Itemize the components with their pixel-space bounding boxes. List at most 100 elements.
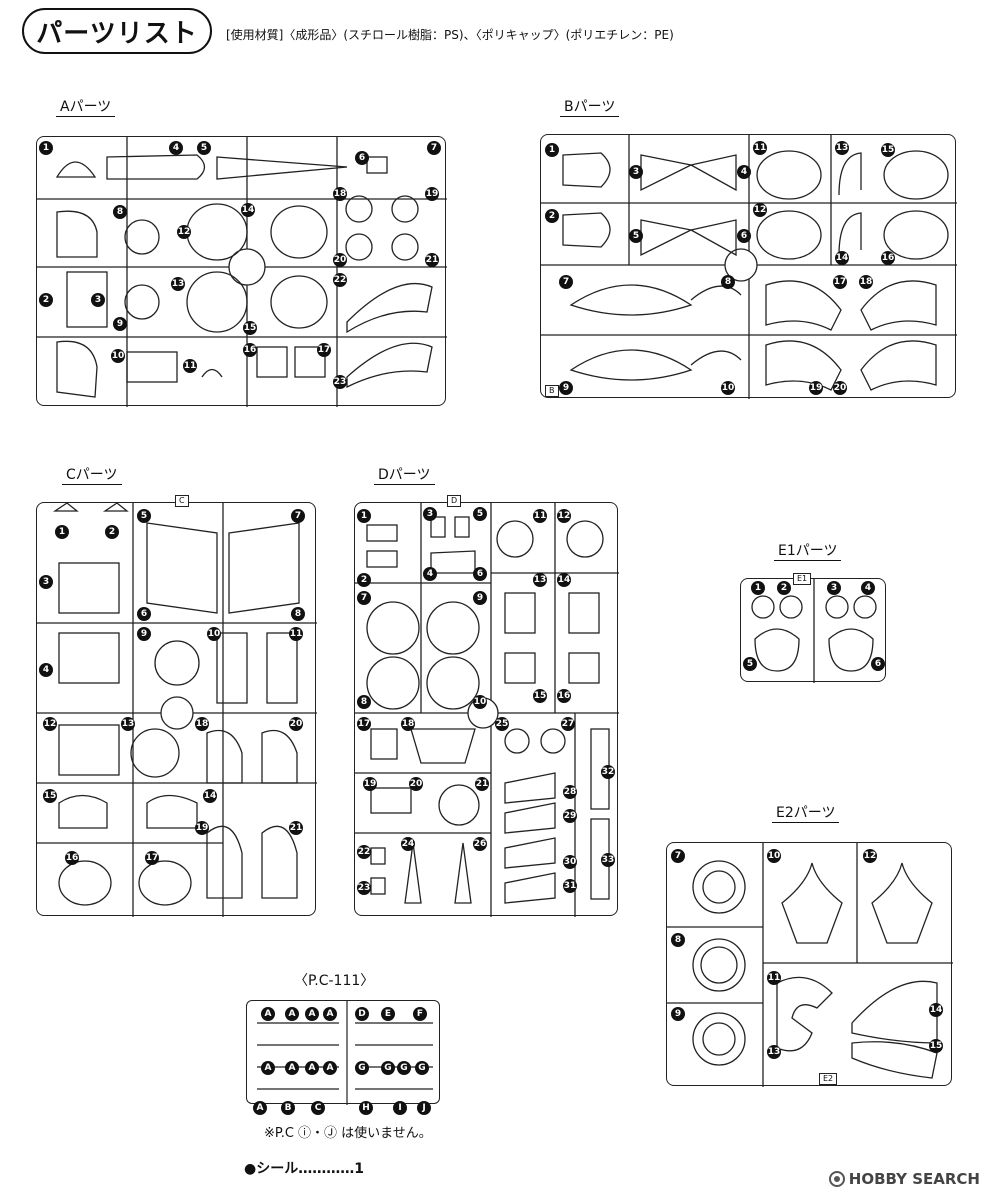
part-number-e2-13: 13 <box>767 1045 781 1059</box>
part-number-c9: 9 <box>137 627 151 641</box>
part-number-d23: 23 <box>357 881 371 895</box>
part-number-b17: 17 <box>833 275 847 289</box>
sprue-pc: A A A A D E F A A A A G G G G A B C H I … <box>246 1000 440 1115</box>
pc-letter: B <box>281 1101 295 1115</box>
part-number-b20: 20 <box>833 381 847 395</box>
part-number-a12: 12 <box>177 225 191 239</box>
part-number-a11: 11 <box>183 359 197 373</box>
part-number-c3: 3 <box>39 575 53 589</box>
pc-letter: A <box>305 1007 319 1021</box>
pc-letter: H <box>359 1101 373 1115</box>
part-number-e1-2: 2 <box>777 581 791 595</box>
part-number-e2-8: 8 <box>671 933 685 947</box>
part-number-c13: 13 <box>121 717 135 731</box>
part-number-d18: 18 <box>401 717 415 731</box>
watermark-text: HOBBY SEARCH <box>848 1170 980 1188</box>
sprue-e1-tag: E1 <box>793 573 812 585</box>
part-number-d30: 30 <box>563 855 577 869</box>
part-number-c19: 19 <box>195 821 209 835</box>
section-label-e1: E1パーツ <box>774 540 842 561</box>
part-number-e2-15: 15 <box>929 1039 943 1053</box>
watermark: HOBBY SEARCH <box>828 1170 980 1188</box>
part-number-a5: 5 <box>197 141 211 155</box>
pc-letter: A <box>285 1061 299 1075</box>
part-number-d14: 14 <box>557 573 571 587</box>
part-number-b14: 14 <box>835 251 849 265</box>
pc-letter: I <box>393 1101 407 1115</box>
section-label-b: Bパーツ <box>560 96 620 117</box>
part-number-d2: 2 <box>357 573 371 587</box>
part-number-e1-3: 3 <box>827 581 841 595</box>
part-number-b6: 6 <box>737 229 751 243</box>
part-number-a23: 23 <box>333 375 347 389</box>
part-number-d11: 11 <box>533 509 547 523</box>
part-number-e1-4: 4 <box>861 581 875 595</box>
part-number-e2-7: 7 <box>671 849 685 863</box>
section-label-d: Dパーツ <box>374 464 435 485</box>
part-number-a4: 4 <box>169 141 183 155</box>
part-number-d15: 15 <box>533 689 547 703</box>
part-number-c5: 5 <box>137 509 151 523</box>
part-number-b9: 9 <box>559 381 573 395</box>
part-number-c1: 1 <box>55 525 69 539</box>
pc-letter: C <box>311 1101 325 1115</box>
hobby-search-logo-icon <box>828 1171 845 1187</box>
sprue-a: 1 4 5 6 7 8 12 14 18 19 2 3 20 21 13 22 … <box>36 136 447 407</box>
part-number-b5: 5 <box>629 229 643 243</box>
part-number-b19: 19 <box>809 381 823 395</box>
part-number-d20: 20 <box>409 777 423 791</box>
sprue-e1: E1 1 2 3 4 5 6 <box>740 573 886 683</box>
part-number-d9: 9 <box>473 591 487 605</box>
section-label-e2: E2パーツ <box>772 802 840 823</box>
sprue-e2-tag: E2 <box>819 1073 838 1085</box>
part-number-e2-9: 9 <box>671 1007 685 1021</box>
part-number-a15: 15 <box>243 321 257 335</box>
part-number-a16: 16 <box>243 343 257 357</box>
part-number-c11: 11 <box>289 627 303 641</box>
part-number-d3: 3 <box>423 507 437 521</box>
part-number-d27: 27 <box>561 717 575 731</box>
sprue-c-tag: C <box>175 495 189 507</box>
part-number-c17: 17 <box>145 851 159 865</box>
part-number-b12: 12 <box>753 203 767 217</box>
part-number-d10: 10 <box>473 695 487 709</box>
part-number-e2-10: 10 <box>767 849 781 863</box>
pc-letter: D <box>355 1007 369 1021</box>
part-number-c14: 14 <box>203 789 217 803</box>
part-number-d17: 17 <box>357 717 371 731</box>
pc-letter: E <box>381 1007 395 1021</box>
part-number-a2: 2 <box>39 293 53 307</box>
part-number-d19: 19 <box>363 777 377 791</box>
pc-letter: A <box>261 1061 275 1075</box>
part-number-d4: 4 <box>423 567 437 581</box>
part-number-c18: 18 <box>195 717 209 731</box>
part-number-b2: 2 <box>545 209 559 223</box>
pc-letter: A <box>323 1061 337 1075</box>
part-number-c4: 4 <box>39 663 53 677</box>
part-number-a22: 22 <box>333 273 347 287</box>
part-number-a18: 18 <box>333 187 347 201</box>
part-number-d1: 1 <box>357 509 371 523</box>
sprue-a-drawing <box>37 137 447 407</box>
sprue-d-tag: D <box>447 495 462 507</box>
sprue-b: B 1 3 4 11 13 15 2 5 6 12 14 16 7 8 17 1… <box>540 134 957 399</box>
part-number-b3: 3 <box>629 165 643 179</box>
part-number-a7: 7 <box>427 141 441 155</box>
part-number-b4: 4 <box>737 165 751 179</box>
part-number-e1-1: 1 <box>751 581 765 595</box>
part-number-a13: 13 <box>171 277 185 291</box>
part-number-c20: 20 <box>289 717 303 731</box>
pc-unused-note: ※P.C ⓘ・Ⓙ は使いません。 <box>264 1126 432 1141</box>
sprue-pc-drawing <box>257 1001 433 1105</box>
part-number-b1: 1 <box>545 143 559 157</box>
part-number-d28: 28 <box>563 785 577 799</box>
part-number-a20: 20 <box>333 253 347 267</box>
part-number-d5: 5 <box>473 507 487 521</box>
part-number-d12: 12 <box>557 509 571 523</box>
part-number-a19: 19 <box>425 187 439 201</box>
part-number-b11: 11 <box>753 141 767 155</box>
sprue-c-drawing <box>37 502 317 917</box>
part-number-e1-6: 6 <box>871 657 885 671</box>
pc-letter: G <box>355 1061 369 1075</box>
part-number-a14: 14 <box>241 203 255 217</box>
